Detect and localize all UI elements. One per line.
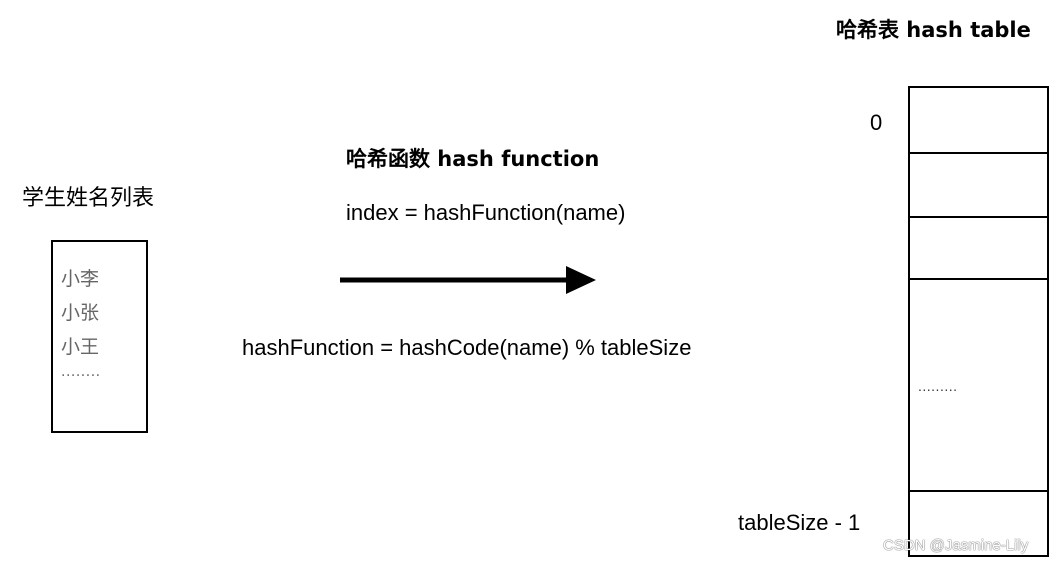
index-formula: index = hashFunction(name): [346, 200, 626, 225]
student-list-item: 小李: [61, 268, 100, 290]
watermark: CSDN @Jasmine-Lily: [883, 537, 1029, 554]
student-list-item: 小张: [61, 302, 100, 324]
hash-table-title: 哈希表 hash table: [836, 18, 1031, 42]
table-row-divider: [910, 152, 1047, 154]
table-ellipsis: .........: [918, 378, 958, 394]
table-row-divider: [910, 490, 1047, 492]
last-index-label: tableSize - 1: [738, 510, 861, 535]
student-list-item: 小王: [61, 336, 100, 358]
mapping-arrow-icon: [340, 266, 596, 294]
table-row-divider: [910, 216, 1047, 218]
table-row-divider: [910, 278, 1047, 280]
hash-function-title: 哈希函数 hash function: [346, 147, 600, 171]
student-list-title: 学生姓名列表: [22, 186, 155, 211]
student-list-ellipsis: ........: [61, 364, 101, 380]
student-list-box: 小李 小张 小王 ........: [51, 240, 148, 433]
arrow-head: [566, 266, 596, 294]
first-index-label: 0: [870, 110, 883, 135]
hash-table: .........: [908, 86, 1049, 557]
hash-function-definition: hashFunction = hashCode(name) % tableSiz…: [242, 335, 692, 360]
